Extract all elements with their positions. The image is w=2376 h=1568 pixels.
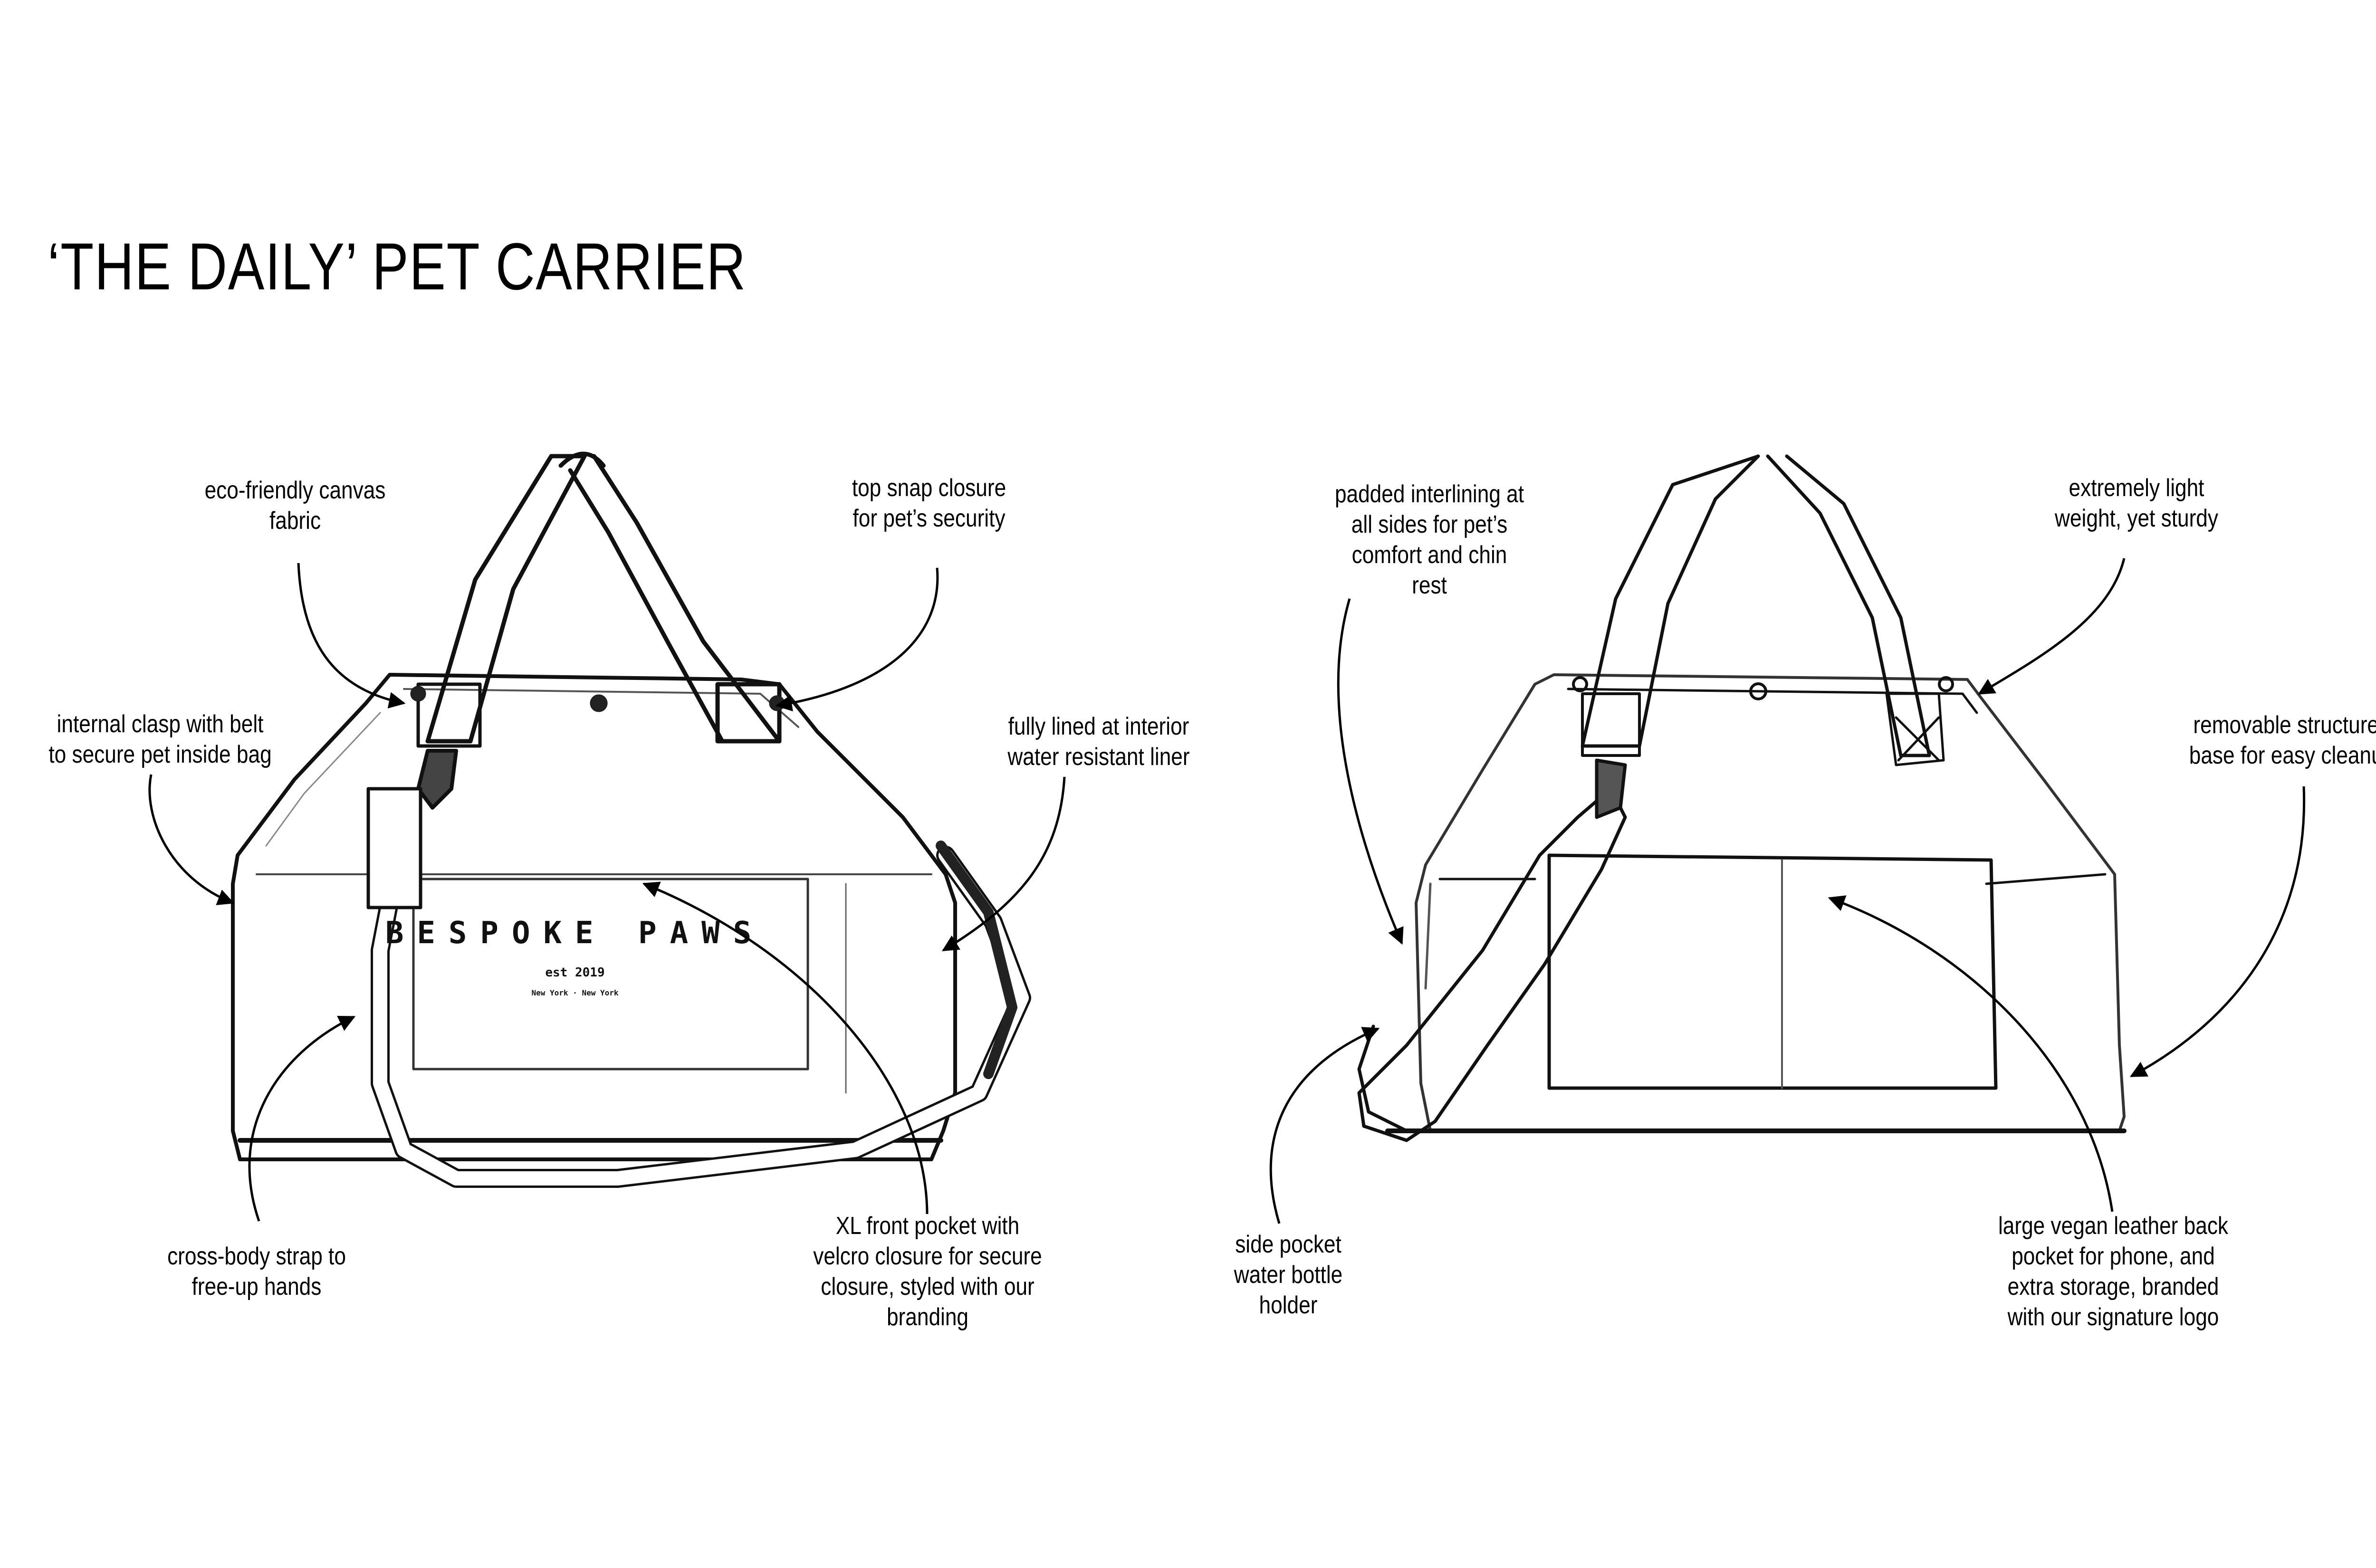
front-bag-illustration (231, 451, 1031, 1188)
callout-line: extra storage, branded (2007, 1273, 2219, 1300)
arrow-eco-friendly (297, 563, 406, 708)
callout-line: closure, styled with our (821, 1273, 1035, 1300)
callout-line: internal clasp with belt (57, 710, 264, 738)
front-pocket-outline (412, 878, 809, 1071)
callout-xl-front-pocket: XL front pocket with velcro closure for … (746, 1211, 1110, 1332)
brand-name: BESPOKE PAWS (385, 916, 765, 951)
callout-line: removable structured (2193, 711, 2376, 739)
front-bag-body (231, 673, 957, 1161)
callout-extremely-light: extremely light weight, yet sturdy (1955, 473, 2319, 534)
callout-line: comfort and chin (1351, 541, 1507, 569)
callout-cross-body: cross-body strap to free-up hands (75, 1241, 439, 1302)
callout-line: large vegan leather back (1998, 1212, 2229, 1240)
callout-line: fabric (269, 507, 321, 535)
arrow-internal-clasp (148, 774, 235, 906)
callout-line: water bottle (1234, 1261, 1343, 1289)
callout-fully-lined: fully lined at interior water resistant … (917, 711, 1281, 772)
brand-location: New York · New York (531, 988, 618, 997)
arrow-vegan-leather-pocket (1828, 895, 2114, 1212)
callout-line: fully lined at interior (1008, 713, 1189, 740)
callout-padded-interlining: padded interlining at all sides for pet’… (1248, 479, 1611, 601)
callout-removable-base: removable structured base for easy clean… (2110, 710, 2376, 771)
front-branding: BESPOKE PAWS est 2019 New York · New Yor… (385, 916, 765, 997)
back-strap (1357, 787, 1627, 1142)
callout-line: weight, yet sturdy (2055, 505, 2218, 532)
arrow-xl-front-pocket (642, 881, 929, 1214)
back-clasp (1595, 758, 1627, 819)
handle-tab-x (1885, 692, 1945, 766)
side-pocket (1357, 1024, 1408, 1133)
arrow-side-pocket (1269, 1027, 1380, 1224)
callout-line: base for easy cleanup (2189, 742, 2376, 769)
back-bag-body (1415, 673, 2126, 1132)
snap-right (769, 695, 785, 711)
callout-line: pocket for phone, and (2012, 1243, 2215, 1270)
callout-line: free-up hands (192, 1273, 322, 1300)
arrow-fully-lined (942, 776, 1066, 952)
clasp (416, 749, 458, 810)
arrow-cross-body (248, 1015, 356, 1222)
callout-side-pocket: side pocket water bottle holder (1107, 1229, 1470, 1320)
callout-line: cross-body strap to (167, 1243, 346, 1270)
callout-line: XL front pocket with (835, 1212, 1020, 1240)
callout-eco-friendly: eco-friendly canvas fabric (114, 475, 477, 536)
callout-line: branding (886, 1303, 969, 1331)
callout-line: for pet’s security (853, 505, 1006, 532)
back-handle-left (1581, 454, 1760, 748)
callout-internal-clasp: internal clasp with belt to secure pet i… (0, 709, 342, 770)
callout-vegan-leather-pocket: large vegan leather back pocket for phon… (1932, 1211, 2295, 1332)
callout-line: eco-friendly canvas (204, 477, 386, 504)
callout-line: side pocket (1235, 1231, 1341, 1258)
callout-line: water resistant liner (1007, 743, 1190, 771)
callout-line: all sides for pet’s (1351, 511, 1508, 538)
arrow-extremely-light (1977, 558, 2126, 695)
brand-est: est 2019 (545, 966, 604, 980)
callout-line: to secure pet inside bag (48, 741, 272, 768)
arrow-padded-interlining (1337, 598, 1404, 945)
callout-line: holder (1259, 1291, 1318, 1319)
callout-line: extremely light (2069, 474, 2204, 502)
callout-line: padded interlining at (1334, 480, 1524, 508)
snap-center (590, 694, 608, 712)
arrow-removable-base (2129, 786, 2306, 1078)
back-pocket-outline (1547, 853, 1998, 1090)
callout-arrows (148, 558, 2306, 1224)
callout-line: velcro closure for secure (813, 1243, 1042, 1270)
page-title: ‘THE DAILY’ PET CARRIER (48, 229, 747, 304)
callout-line: rest (1412, 572, 1447, 599)
front-handle-left (425, 454, 587, 744)
arrow-top-snap (775, 567, 939, 712)
back-handle-right (1766, 454, 1931, 757)
callout-top-snap: top snap closure for pet’s security (747, 473, 1111, 534)
snap-left (410, 686, 426, 702)
callout-line: with our signature logo (2007, 1303, 2219, 1331)
callout-line: top snap closure (852, 474, 1006, 502)
back-bag-illustration (1357, 454, 2127, 1142)
